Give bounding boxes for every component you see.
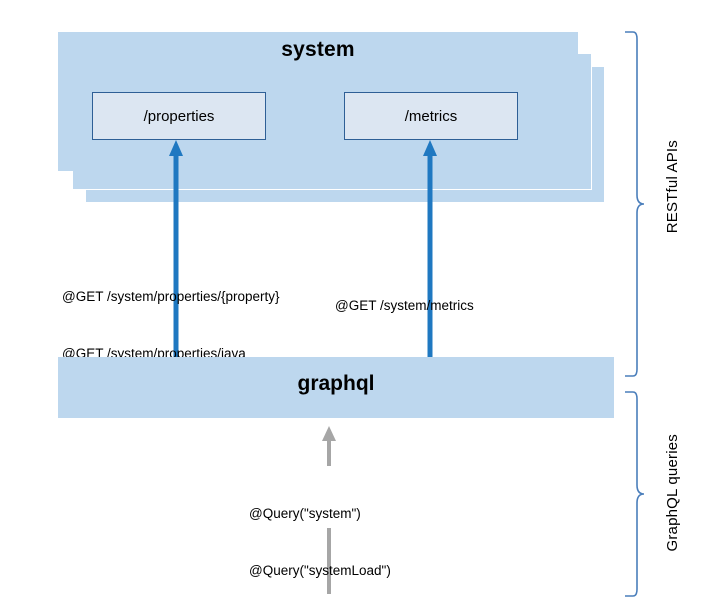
restful-apis-bracket-icon xyxy=(625,31,645,377)
graphql-operation-1: @Query("system") xyxy=(249,506,361,521)
restful-apis-label: RESTful APIs xyxy=(664,140,681,234)
graphql-queries-label: GraphQL queries xyxy=(664,434,681,552)
arrow-graphql-to-properties-icon xyxy=(169,140,183,362)
arrow-client-to-graphql-tail-icon xyxy=(327,528,331,594)
graphql-panel-title: graphql xyxy=(297,372,375,395)
arrow-client-to-graphql-icon xyxy=(322,426,336,466)
properties-routes-annotation: @GET /system/properties/{property} @GET … xyxy=(62,249,280,458)
metrics-route-1: @GET /system/metrics xyxy=(335,298,474,313)
properties-endpoint-label: /properties xyxy=(143,107,215,125)
properties-route-1: @GET /system/properties/{property} xyxy=(62,289,280,304)
arrow-graphql-to-metrics-icon xyxy=(423,140,437,362)
graphql-operation-2: @Query("systemLoad") xyxy=(249,563,391,578)
graphql-panel xyxy=(58,357,614,418)
metrics-endpoint-label: /metrics xyxy=(404,107,458,125)
graphql-queries-bracket-icon xyxy=(625,391,645,597)
properties-endpoint-box[interactable]: /properties xyxy=(92,92,266,140)
system-panel-title: system xyxy=(281,38,355,61)
graphql-operations-annotation: @Query("system") @Query("systemLoad") @M… xyxy=(249,466,391,606)
metrics-endpoint-box[interactable]: /metrics xyxy=(344,92,518,140)
